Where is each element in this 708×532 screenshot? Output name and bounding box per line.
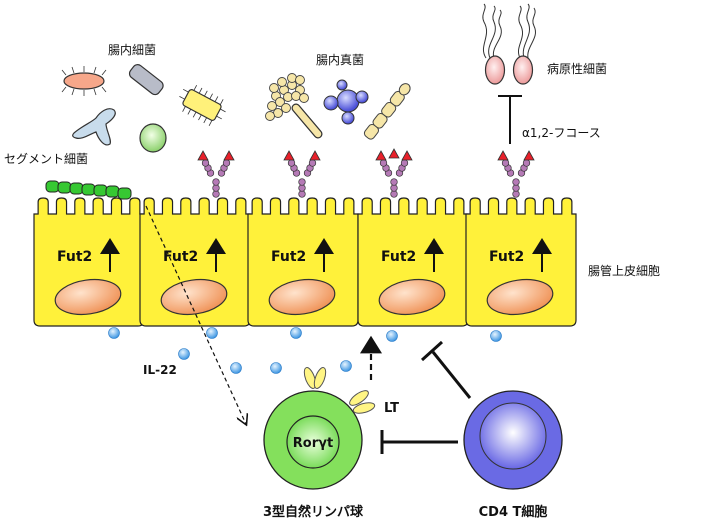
nucleus-icon	[486, 278, 554, 316]
epithelial-cell: Fut2	[139, 197, 251, 327]
epithelial-cell: Fut2	[33, 197, 145, 327]
gut-bacteria-group	[61, 64, 226, 153]
fut2-label: Fut2	[381, 249, 416, 265]
il22-dot-icon	[386, 330, 398, 342]
fut2-label: Fut2	[489, 249, 524, 265]
fucose-triangle-icon	[401, 150, 413, 161]
pathogenic-bacteria-icon	[482, 3, 536, 85]
label-segmented-bacteria: セグメント細菌	[4, 152, 88, 166]
fucose-triangle-icon	[523, 150, 535, 161]
label-fucose: α1,2-フコース	[522, 126, 601, 140]
il22-dot-icon	[490, 330, 502, 342]
il22-dot-icon	[290, 327, 302, 339]
label-cd4: CD4 T細胞	[479, 504, 548, 520]
label-ilc3: 3型自然リンパ球	[263, 504, 364, 520]
yeast-fungus-icon	[323, 79, 369, 125]
fut2-label: Fut2	[271, 249, 306, 265]
il22-dot-icon	[270, 362, 282, 374]
cd4-t-cell	[463, 390, 563, 490]
sfb-to-ilc3-arrow	[145, 205, 246, 424]
epithelial-layer: Fut2 Fut2 Fut2 Fut2 Fut2	[33, 197, 577, 327]
fucose-triangle-icon	[309, 150, 321, 161]
epithelial-cell: Fut2	[247, 197, 359, 327]
rod-bacterium-icon	[128, 64, 164, 96]
label-lt: LT	[384, 401, 399, 416]
lt-receptor-side-icon	[349, 390, 376, 414]
fucose-triangle-icon	[388, 148, 400, 159]
coccus-bacterium-icon	[139, 123, 167, 153]
il22-dot-icon	[178, 348, 190, 360]
label-il22: IL-22	[143, 363, 177, 377]
fut2-label: Fut2	[163, 249, 198, 265]
nucleus-icon	[268, 278, 336, 316]
fucose-triangle-icon	[497, 150, 509, 161]
aspergillus-fungus-icon	[265, 73, 323, 139]
il22-dot-icon	[230, 362, 242, 374]
il22-dot-icon	[206, 327, 218, 339]
gut-fungi-group	[265, 73, 411, 140]
label-gut-bacteria: 腸内細菌	[108, 43, 156, 57]
branched-bacterium-icon	[72, 108, 116, 146]
fucose-chain-icon	[375, 150, 413, 198]
fucose-chain-icon	[497, 150, 535, 198]
il22-dot-icon	[340, 360, 352, 372]
ilc3-cell	[263, 367, 376, 490]
epithelial-cell: Fut2	[465, 197, 577, 327]
il22-dots	[108, 327, 502, 374]
label-rorgt: Rorγt	[293, 436, 333, 451]
fucose-triangle-icon	[223, 150, 235, 161]
cd4-inhibit-epithelium	[420, 340, 472, 399]
nucleus-icon	[54, 278, 122, 316]
fucose-triangle-icon	[283, 150, 295, 161]
fucose-triangle-icon	[197, 150, 209, 161]
epithelial-cell: Fut2	[357, 197, 469, 327]
label-epithelial-cells: 腸管上皮細胞	[588, 263, 660, 278]
segmented-bacterium-icon	[45, 180, 132, 200]
hyphal-fungus-icon	[363, 83, 411, 140]
nucleus-icon	[160, 278, 228, 316]
rectangular-bacterium-icon	[179, 84, 226, 126]
fucose-triangle-icon	[375, 150, 387, 161]
il22-dot-icon	[108, 327, 120, 339]
fucose-chains	[197, 148, 535, 198]
label-pathogenic-bacteria: 病原性細菌	[547, 61, 607, 76]
lt-receptor-top-icon	[303, 367, 327, 389]
fucose-chain-icon	[283, 150, 321, 198]
ciliated-bacterium-icon	[61, 66, 107, 96]
label-gut-fungi: 腸内真菌	[316, 53, 364, 67]
cd4-inhibit-ilc3	[380, 430, 458, 454]
inhibition-bar-pathogen	[498, 95, 522, 144]
fut2-label: Fut2	[57, 249, 92, 265]
fucose-chain-icon	[197, 150, 235, 198]
nucleus-icon	[378, 278, 446, 316]
